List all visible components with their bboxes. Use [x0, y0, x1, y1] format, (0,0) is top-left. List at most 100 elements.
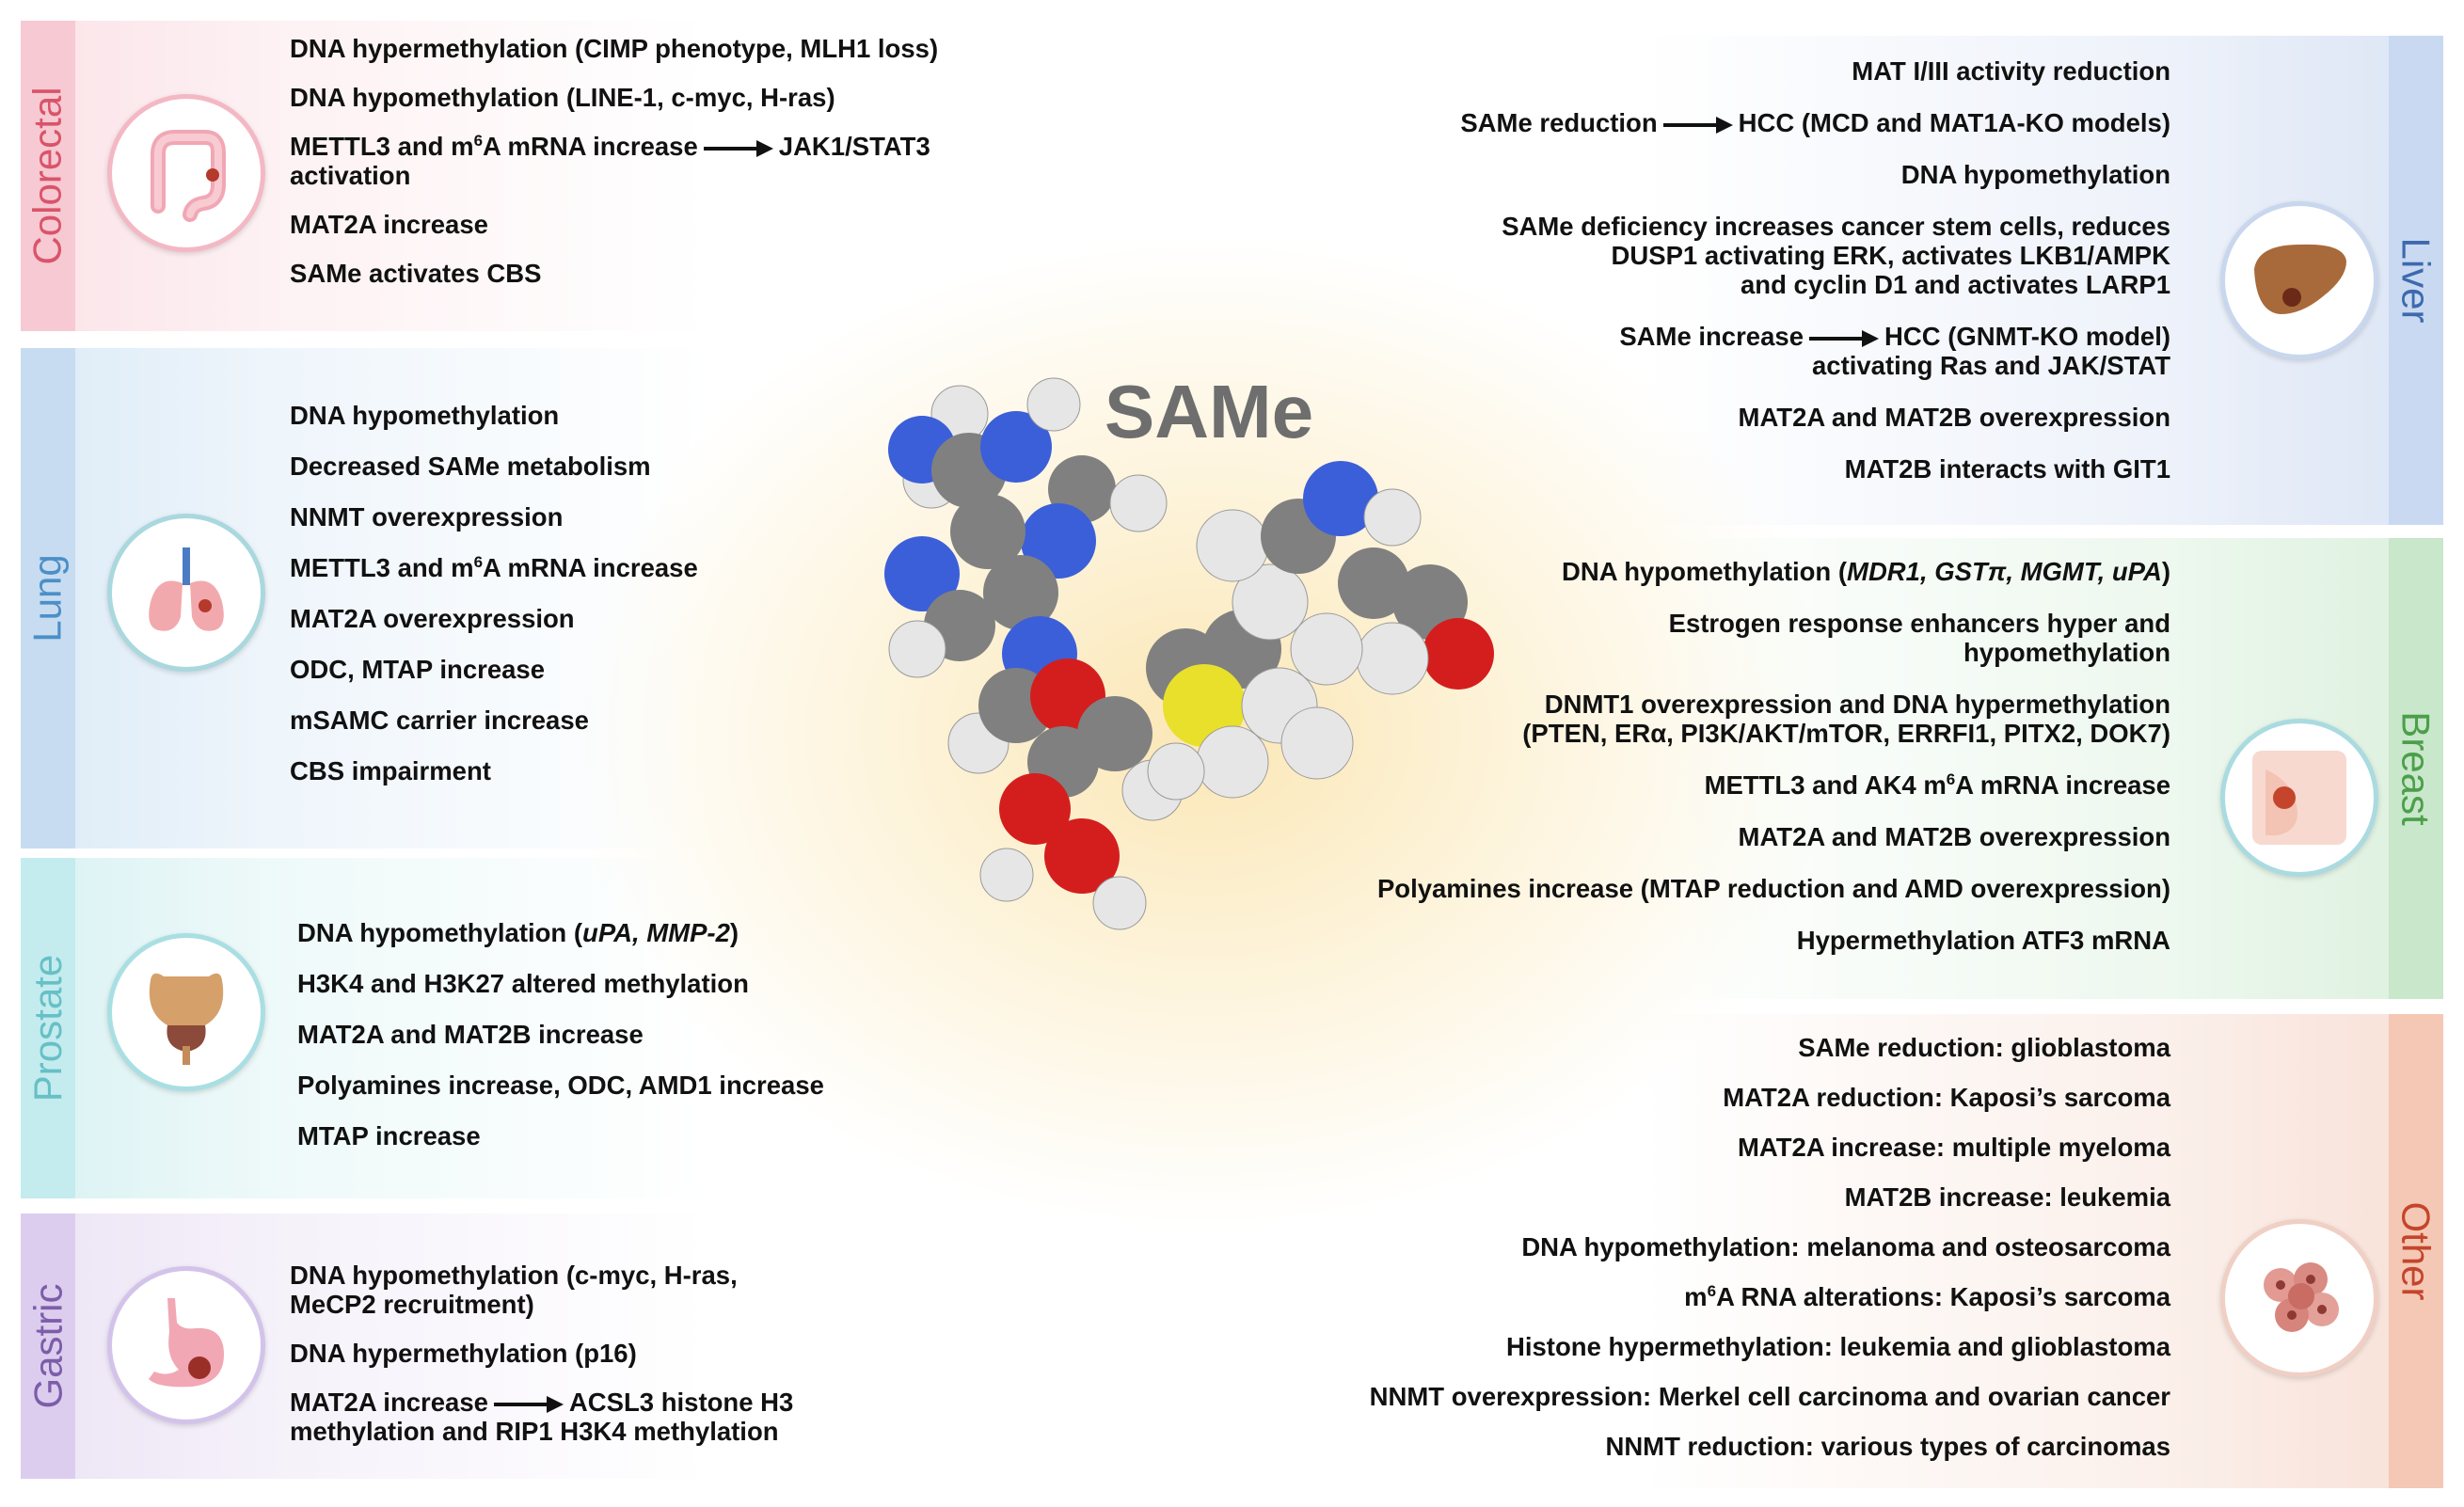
other-band: Other: [2389, 1014, 2443, 1488]
breast-icon: [2220, 719, 2378, 877]
finding-text: METTL3 and AK4 m: [1704, 770, 1947, 800]
other-finding: MAT2B increase: leukemia: [1844, 1182, 2170, 1212]
adenine-ring-atoms: [884, 377, 1168, 691]
finding-text: A RNA alterations: Kaposi’s sarcoma: [1716, 1282, 2170, 1311]
liver-band: Liver: [2389, 36, 2443, 525]
other-label: Other: [2394, 1201, 2440, 1301]
finding-line: MeCP2 recruitment): [290, 1290, 534, 1319]
lung-finding: Decreased SAMe metabolism: [290, 452, 651, 481]
superscript-text: 6: [473, 131, 484, 150]
colorectal-label: Colorectal: [25, 87, 70, 265]
prostate-finding: DNA hypomethylation (uPA, MMP-2): [297, 918, 824, 947]
finding-text: SAMe reduction: [1460, 108, 1658, 137]
breast-finding: DNMT1 overexpression and DNA hypermethyl…: [1377, 690, 2170, 748]
lung-label: Lung: [25, 554, 70, 642]
panel-prostate: Prostate DNA hypomethylation (uPA, MMP-2…: [21, 858, 999, 1198]
lung-finding: METTL3 and m6A mRNA increase: [290, 553, 698, 582]
other-finding: NNMT reduction: various types of carcino…: [1605, 1432, 2170, 1461]
molecule-title: SAMe: [1104, 370, 1314, 453]
colorectal-band: Colorectal: [21, 21, 75, 331]
panel-gastric: Gastric DNA hypomethylation (c-myc, H-ra…: [21, 1214, 999, 1479]
finding-line: SAMe deficiency increases cancer stem ce…: [1502, 212, 2170, 241]
right-arrow-icon: [493, 1395, 564, 1413]
same-molecule-model: [884, 377, 1494, 930]
finding-text: A mRNA increase: [483, 553, 698, 582]
finding-text: METTL3 and m: [290, 553, 474, 582]
gastric-findings-list: DNA hypomethylation (c-myc, H-ras,MeCP2 …: [290, 1261, 793, 1466]
finding-line: hypomethylation: [1963, 638, 2170, 667]
finding-outcome: HCC (MCD and MAT1A-KO models): [1738, 108, 2170, 137]
prostate-label: Prostate: [25, 954, 71, 1102]
finding-line: methylation and RIP1 H3K4 methylation: [290, 1417, 779, 1446]
colorectal-finding: DNA hypomethylation (LINE-1, c-myc, H-ra…: [290, 83, 835, 112]
other-finding: MAT2A increase: multiple myeloma: [1738, 1133, 2170, 1162]
breast-finding: DNA hypomethylation (MDR1, GSTπ, MGMT, u…: [1377, 557, 2170, 586]
lung-finding: MAT2A overexpression: [290, 604, 575, 633]
gastric-label: Gastric: [25, 1283, 71, 1409]
other-finding: Histone hypermethylation: leukemia and g…: [1506, 1332, 2170, 1361]
finding-text: MAT2A increase: [290, 1388, 488, 1417]
lung-finding: DNA hypomethylation: [290, 401, 560, 430]
breast-label: Breast: [2394, 711, 2440, 826]
breast-finding: MAT2A and MAT2B overexpression: [1738, 822, 2170, 851]
breast-finding: Hypermethylation ATF3 mRNA: [1796, 926, 2170, 955]
colorectal-finding: MAT2A increase: [290, 210, 488, 239]
panel-colorectal: Colorectal DNA hypermethylation (CIMP ph…: [21, 21, 999, 331]
finding-text: DNA hypomethylation (: [297, 918, 583, 947]
breast-findings-list: DNA hypomethylation (MDR1, GSTπ, MGMT, u…: [1377, 557, 2170, 977]
colorectal-finding: DNA hypermethylation (CIMP phenotype, ML…: [290, 34, 939, 63]
liver-icon: [2220, 201, 2378, 359]
finding-outcome: HCC (GNMT-KO model): [1884, 322, 2170, 351]
lung-finding: ODC, MTAP increase: [290, 655, 546, 684]
prostate-finding: Polyamines increase, ODC, AMD1 increase: [297, 1071, 824, 1100]
liver-finding: MAT I/III activity reduction: [1852, 56, 2170, 86]
lung-finding: mSAMC carrier increase: [290, 706, 589, 735]
colon-icon: [107, 94, 265, 252]
gene-list-italic: uPA, MMP-2: [582, 918, 730, 947]
liver-finding: SAMe reduction HCC (MCD and MAT1A-KO mode…: [1460, 108, 2170, 137]
finding-line: activating Ras and JAK/STAT: [1812, 351, 2170, 380]
lung-finding: CBS impairment: [290, 756, 491, 785]
breast-finding: Polyamines increase (MTAP reduction and …: [1376, 874, 2170, 903]
superscript-text: 6: [1946, 769, 1956, 788]
finding-outcome: JAK1/STAT3: [778, 132, 930, 161]
lung-band: Lung: [21, 348, 75, 849]
other-finding: m6A RNA alterations: Kaposi’s sarcoma: [1370, 1282, 2170, 1311]
breast-finding: METTL3 and AK4 m6A mRNA increase: [1377, 770, 2170, 800]
gastric-finding: DNA hypermethylation (p16): [290, 1339, 637, 1368]
finding-line: Estrogen response enhancers hyper and: [1668, 609, 2170, 638]
stomach-icon: [107, 1266, 265, 1424]
right-arrow-icon: [1808, 329, 1879, 347]
gastric-band: Gastric: [21, 1214, 75, 1479]
finding-text: A mRNA increase: [1955, 770, 2170, 800]
gastric-finding: DNA hypomethylation (c-myc, H-ras,MeCP2 …: [290, 1261, 793, 1319]
finding-text: SAMe increase: [1619, 322, 1804, 351]
colorectal-findings-list: DNA hypermethylation (CIMP phenotype, ML…: [290, 34, 938, 308]
lungs-icon: [107, 514, 265, 672]
liver-finding: MAT2A and MAT2B overexpression: [1738, 403, 2170, 432]
prostate-finding: MAT2A and MAT2B increase: [297, 1020, 644, 1049]
finding-line: (PTEN, ERα, PI3K/AKT/mTOR, ERRFI1, PITX2…: [1522, 719, 2170, 748]
finding-text: ): [2161, 557, 2170, 586]
finding-text: DNA hypomethylation (: [1562, 557, 1848, 586]
finding-line: and cyclin D1 and activates LARP1: [1741, 270, 2170, 299]
tumor-cells-icon: [2220, 1219, 2378, 1377]
other-finding: DNA hypomethylation: melanoma and osteos…: [1521, 1232, 2170, 1261]
prostate-finding: MTAP increase: [297, 1121, 481, 1150]
colorectal-finding: SAMe activates CBS: [290, 259, 542, 288]
prostate-band: Prostate: [21, 858, 75, 1198]
methionine-atoms: [1146, 461, 1494, 801]
finding-line: DNMT1 overexpression and DNA hypermethyl…: [1544, 690, 2170, 719]
finding-text: METTL3 and m: [290, 132, 474, 161]
liver-finding: MAT2B interacts with GIT1: [1844, 454, 2170, 484]
prostate-icon: [107, 933, 265, 1091]
finding-outcome: ACSL3 histone H3: [568, 1388, 794, 1417]
